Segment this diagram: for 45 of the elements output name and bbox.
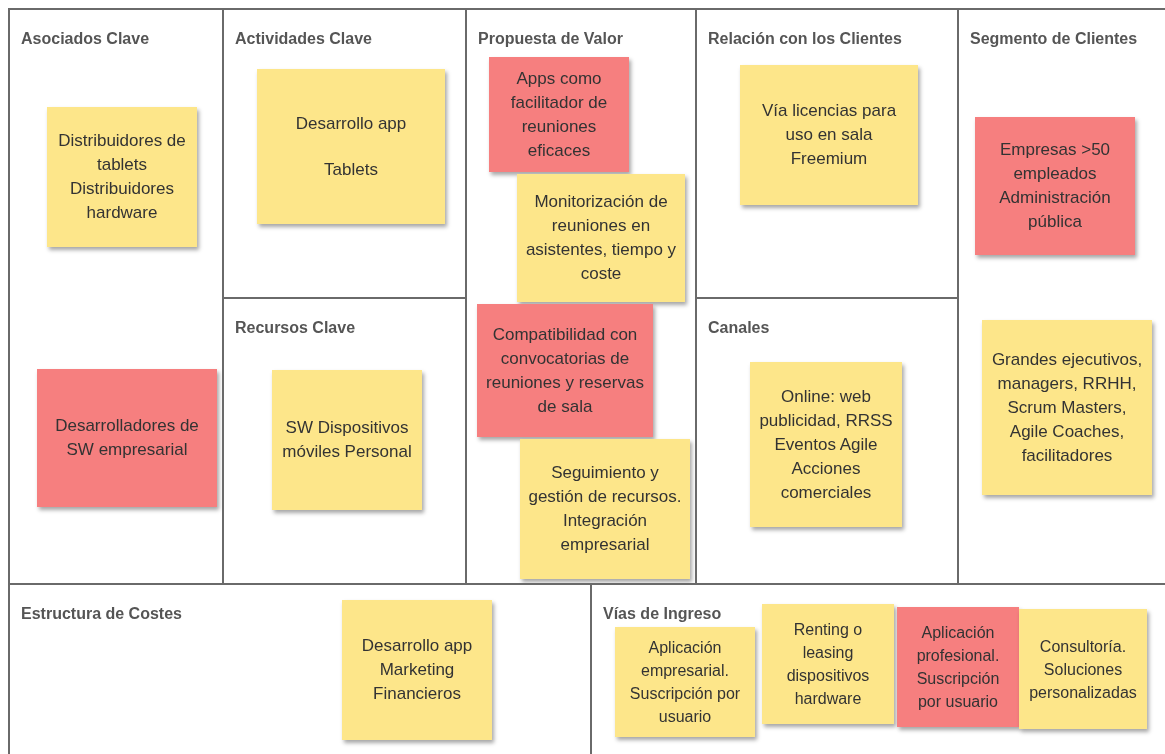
section-heading: Canales [708,318,771,338]
section-heading: Recursos Clave [235,318,357,338]
note-text: Seguimiento y gestión de recursos. Integración empresarial [528,462,682,556]
sticky-note [489,57,629,172]
note-text: Renting o leasing dispositivos hardware [785,620,871,709]
sticky-note [1019,609,1147,729]
sticky-note [272,370,422,510]
note-text: Grandes ejecutivos, managers, RRHH, Scrum Masters, Agile Coaches, facilitadores [990,348,1144,467]
note-text: Aplicación empresarial. Suscripción por usuario [628,638,742,727]
note-text: Apps como facilitador de reuniones eficaces [509,67,609,162]
note-text: SW Dispositivos móviles Personal [281,417,413,463]
section-heading: Estructura de Costes [21,604,183,624]
note-text: Aplicación profesional. Suscripción por usuario [915,623,1001,712]
note-text: Distribuidores de tablets Distribuidores hardware [57,130,187,224]
note-text: Consultoría. Soluciones personalizadas [1028,636,1138,703]
section-heading: Relación con los Clientes [708,29,903,49]
sticky-note [37,369,217,507]
sticky-note [897,607,1019,727]
section-heading: Vías de Ingreso [603,604,723,624]
sticky-note [257,69,445,224]
sticky-note [750,362,902,527]
note-text: Monitorización de reuniones en asistentes, tiempo y coste [525,191,677,285]
note-text: Empresas >50 empleados Administración pública [998,139,1112,233]
sticky-note [982,320,1152,495]
note-text: Vía licencias para uso en sala Freemium [760,100,898,170]
sticky-note [477,304,653,437]
sticky-note [762,604,894,724]
note-text: Online: web publicidad, RRSS Eventos Agile Acciones comerciales [758,385,894,504]
note-text: Compatibilidad con convocatorias de reuniones y reservas de sala [485,323,645,418]
note-text: Desarrollo app [295,112,407,135]
sticky-note [517,174,685,302]
sticky-note [740,65,918,205]
note-text: Desarrollo app Marketing Financieros [360,635,474,705]
section-heading: Asociados Clave [21,29,151,49]
sticky-note [47,107,197,247]
note-text: Tablets [324,158,378,181]
sticky-note [342,600,492,740]
section-heading: Segmento de Clientes [970,29,1139,49]
sticky-note [520,439,690,579]
sticky-note [615,627,755,737]
sticky-note [975,117,1135,255]
section-heading: Propuesta de Valor [478,29,624,49]
section-heading: Actividades Clave [235,29,373,49]
note-text: Desarrolladores de SW empresarial [54,415,200,461]
canvas-section [8,8,224,585]
